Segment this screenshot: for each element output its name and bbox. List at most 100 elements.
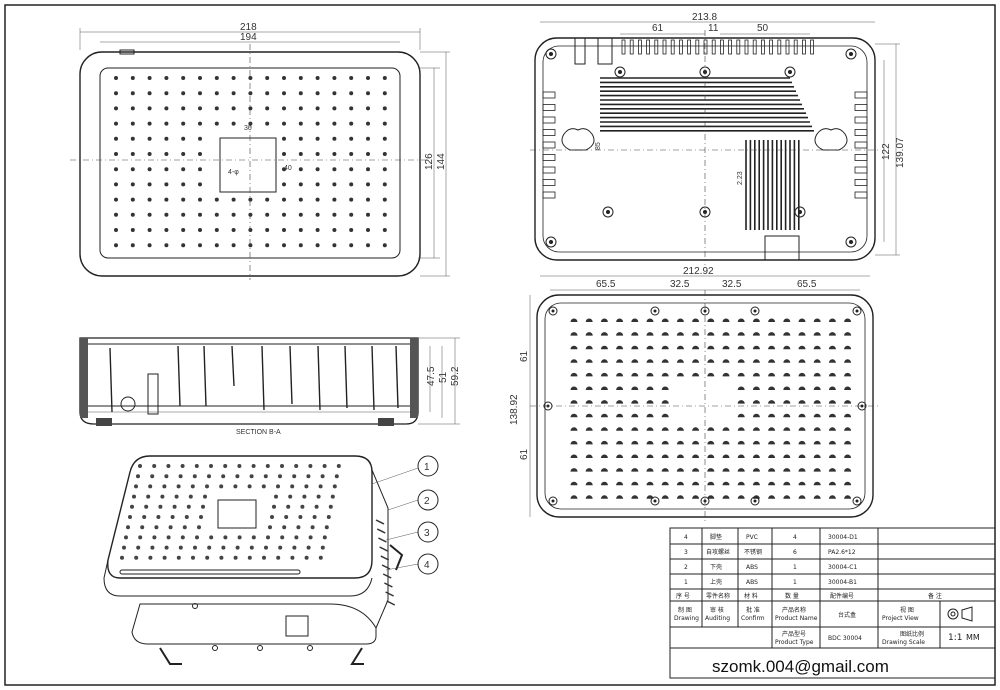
vent-hole <box>349 121 354 126</box>
bom-row-4-material: PVC <box>746 534 758 541</box>
vent-hole <box>332 484 337 489</box>
vent-hole <box>203 494 207 499</box>
vent-hole <box>315 121 320 126</box>
vent-hole <box>707 495 715 499</box>
screw-boss-hole <box>703 309 707 313</box>
vent-hole <box>646 468 654 472</box>
bom-row-3-qty: 6 <box>793 549 797 556</box>
vent-slot <box>785 39 790 55</box>
svg-text:4: 4 <box>424 560 430 571</box>
screw-boss-hole <box>788 70 792 74</box>
bottom-dim-a: 65.5 <box>596 279 616 290</box>
rear-dim-overall: 213.8 <box>692 12 717 23</box>
vent-hole <box>798 454 806 458</box>
bottom-dim-v2: 61 <box>519 448 530 460</box>
vent-hole <box>631 400 639 404</box>
vent-hole <box>223 535 228 540</box>
vent-hole <box>600 495 608 499</box>
vent-hole <box>707 332 715 336</box>
tb-product-type-en: Product Type <box>775 639 814 646</box>
projection-symbol-icon <box>947 606 973 622</box>
vent-hole <box>304 484 309 489</box>
vent-slot <box>777 39 782 55</box>
side-slot <box>854 141 868 149</box>
side-slot <box>542 141 556 149</box>
sheet-border <box>4 4 996 686</box>
vent-hole <box>286 504 291 509</box>
bom-row-4-no: 4 <box>684 534 688 541</box>
vent-hole <box>180 464 185 468</box>
vent-hole <box>308 464 313 468</box>
vent-hole <box>737 413 745 418</box>
vent-hole <box>798 359 806 363</box>
screw-boss-hole <box>798 210 802 214</box>
vent-hole <box>166 535 171 540</box>
vent-hole <box>646 454 654 458</box>
vent-hole <box>248 228 253 232</box>
vent-hole <box>198 182 202 187</box>
vent-hole <box>272 504 276 509</box>
vent-hole <box>270 515 274 519</box>
vent-hole <box>752 400 760 404</box>
vent-hole <box>231 243 236 248</box>
vent-hole <box>692 359 700 363</box>
bottom-dim-b: 32.5 <box>670 279 690 290</box>
foot-right <box>350 647 364 665</box>
vent-hole <box>198 228 202 232</box>
vent-hole <box>181 182 186 187</box>
tb-auditing-en: Auditing <box>705 615 730 622</box>
vent-hole <box>164 91 169 96</box>
vent-hole <box>181 136 186 141</box>
vent-hole <box>616 468 624 472</box>
vent-hole <box>676 359 684 363</box>
vent-hole <box>783 440 791 445</box>
top-dim-outer-width: 218 <box>240 22 257 33</box>
vent-hole <box>130 106 135 111</box>
vent-hole <box>312 515 317 519</box>
vent-hole <box>737 359 745 363</box>
callout-1: 1 <box>417 455 439 477</box>
rear-view: 213.8 61 11 50 85 2.23 122 139.07 <box>530 12 906 265</box>
vent-hole <box>616 454 624 458</box>
vent-hole <box>349 212 354 217</box>
vent-hole <box>315 136 320 141</box>
side-slot <box>854 179 868 186</box>
vent-hole <box>214 121 219 126</box>
vent-hole <box>198 243 202 248</box>
vent-hole <box>184 515 189 519</box>
vent-hole <box>248 76 253 80</box>
vent-slot <box>695 39 700 55</box>
vent-hole <box>768 372 776 377</box>
vent-hole <box>164 197 169 202</box>
vent-hole <box>798 332 806 336</box>
vent-hole <box>130 121 135 126</box>
vent-hole <box>813 481 821 486</box>
wall-mount-keyhole-left <box>561 128 595 151</box>
vent-hole <box>182 525 187 530</box>
vent-hole <box>315 76 320 80</box>
vent-hole <box>199 515 203 519</box>
vent-hole <box>366 76 370 80</box>
screw-boss <box>650 306 660 316</box>
vent-slot <box>646 39 650 55</box>
top-dim-inner-height: 126 <box>424 153 435 170</box>
vent-hole <box>783 468 791 472</box>
vent-hole <box>737 468 745 472</box>
vent-hole <box>198 76 202 80</box>
screw-boss-hole <box>551 309 555 313</box>
vent-hole <box>585 413 593 418</box>
bom-row-1-name: 上壳 <box>710 578 722 586</box>
vent-hole <box>198 197 202 202</box>
vent-hole <box>290 484 295 489</box>
vent-hole <box>231 228 236 232</box>
vent-hole <box>828 372 836 377</box>
vent-hole <box>231 121 236 126</box>
vent-slot <box>638 39 642 55</box>
vent-hole <box>798 345 806 350</box>
bom-row-2-name: 下壳 <box>710 563 722 571</box>
side-slot <box>854 91 868 99</box>
vent-hole <box>278 545 283 550</box>
vent-slot <box>670 39 675 55</box>
vent-hole <box>722 359 730 363</box>
vent-hole <box>142 515 147 519</box>
